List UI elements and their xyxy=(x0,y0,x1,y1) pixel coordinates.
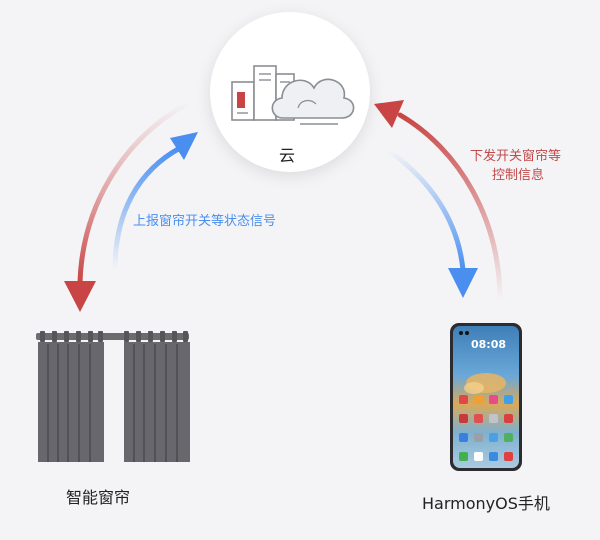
phone-label: HarmonyOS手机 xyxy=(422,494,550,513)
right-blue-arrow-shaft xyxy=(385,147,466,273)
curtain-label: 智能窗帘 xyxy=(66,488,131,507)
left-red-arrow-shaft xyxy=(77,99,193,286)
control-edge-label-line2: 控制信息 xyxy=(492,168,545,183)
right-red-arrowhead xyxy=(374,100,404,128)
control-edge-label-line1: 下发开关窗帘等 xyxy=(470,149,562,164)
cloud-label: 云 xyxy=(279,146,296,165)
left-blue-arrow-shaft xyxy=(112,145,183,273)
left-red-arrowhead xyxy=(64,281,96,312)
report-edge-label: 上报窗帘开关等状态信号 xyxy=(133,214,277,229)
left-blue-arrowhead xyxy=(170,132,198,160)
right-blue-arrowhead xyxy=(448,268,478,298)
right-red-arrow-shaft xyxy=(397,112,503,303)
phone-clock: 08:08 xyxy=(471,338,507,351)
